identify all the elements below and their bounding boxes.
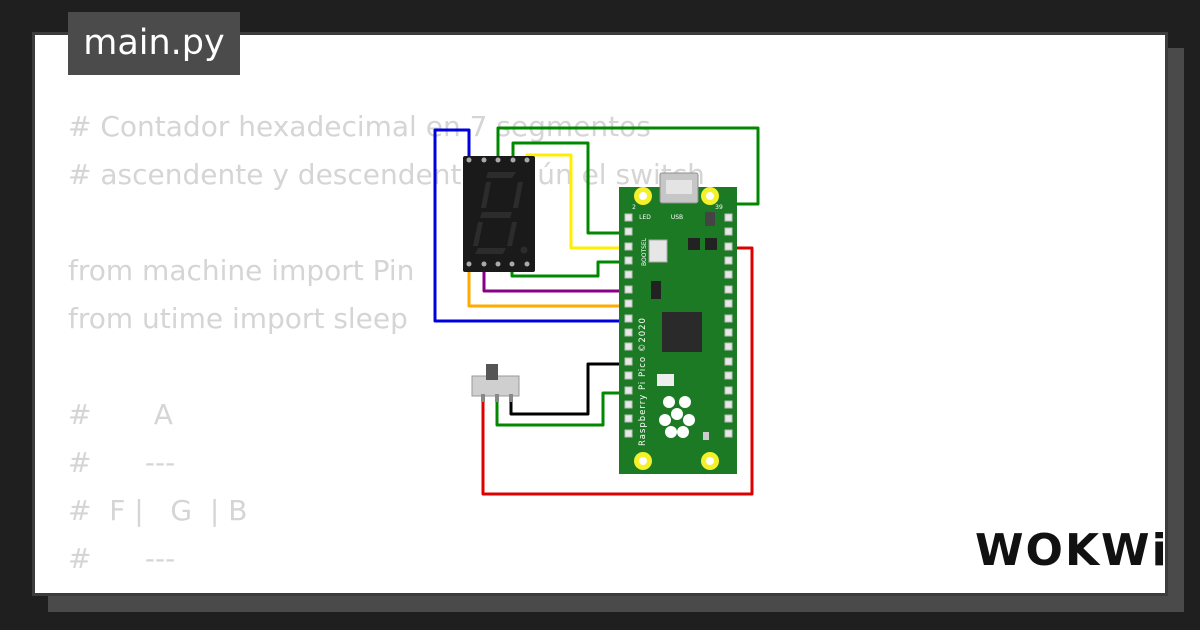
slide-switch[interactable] xyxy=(471,364,520,402)
wire-orange xyxy=(467,260,633,308)
display-pins xyxy=(466,157,530,267)
code-line: # A xyxy=(68,398,173,431)
switch-pin xyxy=(495,394,499,402)
pin-label-right: 39 xyxy=(715,204,723,211)
mounting-holes xyxy=(634,187,719,470)
file-tab[interactable]: main.py xyxy=(68,12,240,75)
pin-headers xyxy=(624,213,733,438)
switch-knob[interactable] xyxy=(486,364,498,380)
wokwi-logo: WOKWi xyxy=(975,525,1169,576)
wire-green-top xyxy=(496,126,760,206)
board-silk-name: Raspberry Pi Pico ©2020 xyxy=(638,317,648,446)
code-listing: # Contador hexadecimal en 7 segmentos# a… xyxy=(68,103,705,593)
chip xyxy=(705,212,715,226)
switch-pin xyxy=(481,394,485,402)
code-preview-card: # Contador hexadecimal en 7 segmentos# a… xyxy=(32,32,1168,596)
chip xyxy=(705,238,717,250)
rp2040-chip xyxy=(662,312,702,352)
code-line: # --- xyxy=(68,446,176,479)
segments xyxy=(473,172,528,254)
wire-black xyxy=(509,362,633,416)
wire-blue xyxy=(433,128,633,323)
raspberry-pi-logo-icon xyxy=(659,396,695,438)
usb-label: USB xyxy=(671,214,683,221)
chip xyxy=(688,238,700,250)
chip xyxy=(651,281,661,299)
code-line: from machine import Pin xyxy=(68,254,415,287)
usb-port-icon xyxy=(666,180,692,194)
code-line: # F | G | B xyxy=(68,494,248,527)
crystal xyxy=(657,374,674,386)
wire-red xyxy=(481,246,754,496)
pico-board[interactable]: USB LED 2 39 BOOTSEL Raspberry Pi Pico ©… xyxy=(619,172,737,474)
bootsel-button[interactable] xyxy=(648,239,668,263)
chip xyxy=(703,432,709,440)
bootsel-label: BOOTSEL xyxy=(641,237,648,266)
seven-segment-display[interactable] xyxy=(463,156,535,272)
code-line: # --- xyxy=(68,542,176,575)
switch-pin xyxy=(509,394,513,402)
wire-green-b xyxy=(511,141,633,235)
pin-label-left: 2 xyxy=(632,204,636,211)
wire-green-switch xyxy=(495,391,633,427)
code-line: from utime import sleep xyxy=(68,302,408,335)
code-line: # E | | C xyxy=(68,583,705,593)
led-label: LED xyxy=(639,214,651,221)
